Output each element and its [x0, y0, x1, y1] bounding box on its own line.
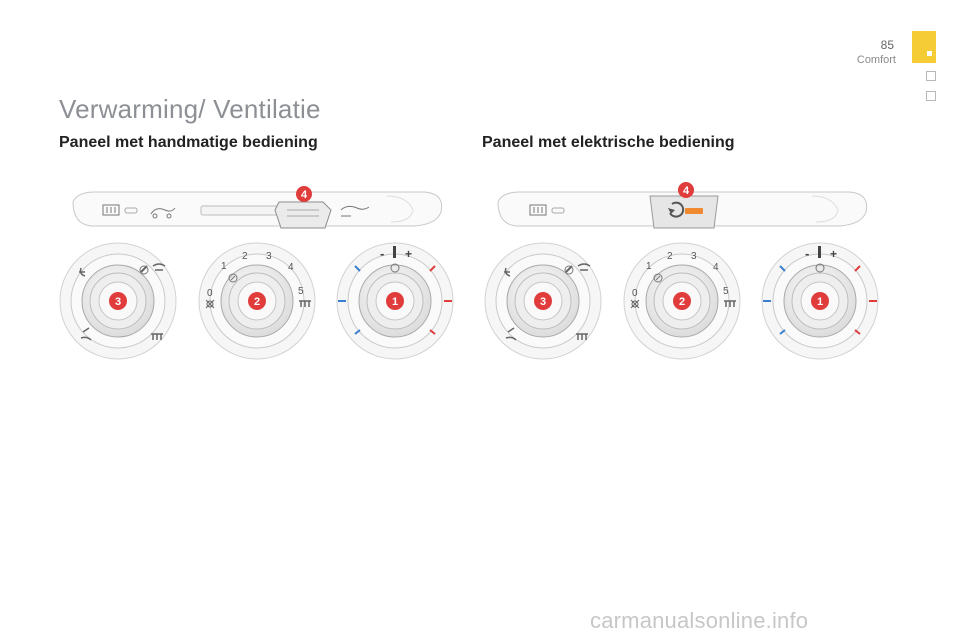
temperature-plus: +: [830, 247, 837, 261]
fan-speed-0: 0: [207, 288, 213, 299]
fan-speed-1: 1: [646, 261, 652, 272]
rear-defrost-icon[interactable]: [102, 204, 138, 216]
cold-marks-icon: [763, 265, 786, 335]
rear-screen-heat-icon: [151, 333, 163, 340]
cold-marks-icon: [338, 265, 361, 335]
recirculation-button[interactable]: [649, 195, 719, 229]
callout-3: 3: [109, 292, 127, 310]
air-distribution-feet-icon: [80, 327, 92, 341]
windscreen-defrost-icon: [152, 263, 166, 271]
callout-4: 4: [678, 182, 694, 198]
svg-text:4: 4: [301, 189, 308, 201]
fan-speed-3: 3: [266, 251, 272, 262]
svg-text:3: 3: [540, 296, 546, 308]
air-distribution-feet-icon: [505, 327, 517, 341]
recirculation-indicator: [685, 208, 703, 214]
fan-speed-4: 4: [713, 262, 719, 273]
air-intake-slider[interactable]: [274, 201, 332, 229]
fan-speed-2: 2: [667, 251, 673, 262]
air-distribution-face-icon: [79, 267, 86, 277]
electric-control-panel: 4 3 0 1 2 3 4 5 2: [484, 182, 879, 360]
hot-marks-icon: [854, 265, 877, 335]
callout-2: 2: [673, 292, 691, 310]
temperature-icon: [818, 246, 821, 258]
temperature-icon: [393, 246, 396, 258]
fan-speed-4: 4: [288, 262, 294, 273]
ac-icon: [299, 300, 311, 307]
svg-text:1: 1: [817, 296, 823, 308]
page-number: 85: [880, 38, 894, 52]
rear-defrost-icon[interactable]: [529, 204, 565, 216]
temperature-minus: -: [805, 246, 809, 261]
fan-speed-5: 5: [723, 286, 729, 297]
section-tab-active[interactable]: [912, 31, 936, 63]
section-tab[interactable]: [926, 91, 936, 101]
temperature-plus: +: [405, 247, 412, 261]
svg-text:4: 4: [683, 185, 690, 197]
svg-text:2: 2: [254, 296, 260, 308]
hot-marks-icon: [429, 265, 452, 335]
fresh-air-icon[interactable]: [340, 205, 370, 217]
callout-1: 1: [386, 292, 404, 310]
recirculation-icon[interactable]: [150, 207, 176, 219]
rear-screen-heat-icon: [576, 333, 588, 340]
ac-icon: [724, 300, 736, 307]
svg-text:3: 3: [115, 296, 121, 308]
air-intake-slider-track: [200, 205, 282, 216]
manual-panel-heading: Paneel met handmatige bediening: [59, 134, 318, 151]
air-distribution-face-icon: [504, 267, 511, 277]
fan-speed-3: 3: [691, 251, 697, 262]
callout-2: 2: [248, 292, 266, 310]
temperature-minus: -: [380, 246, 384, 261]
callout-3: 3: [534, 292, 552, 310]
watermark: carmanualsonline.info: [590, 608, 809, 633]
fan-speed-0: 0: [632, 288, 638, 299]
section-tab[interactable]: [926, 71, 936, 81]
manual-control-panel: 4 3 0 1 2 3 4 5 2: [59, 186, 454, 360]
electric-panel-heading: Paneel met elektrische bediening: [482, 134, 735, 151]
svg-text:1: 1: [392, 296, 398, 308]
fan-icon: [205, 299, 215, 309]
windscreen-defrost-icon: [577, 263, 591, 271]
page-title: Verwarming/ Ventilatie: [59, 94, 321, 124]
section-name: Comfort: [856, 54, 896, 66]
fan-speed-1: 1: [221, 261, 227, 272]
svg-text:2: 2: [679, 296, 685, 308]
fan-icon: [630, 299, 640, 309]
fan-speed-2: 2: [242, 251, 248, 262]
callout-1: 1: [811, 292, 829, 310]
fan-speed-5: 5: [298, 286, 304, 297]
callout-4: 4: [296, 186, 312, 202]
